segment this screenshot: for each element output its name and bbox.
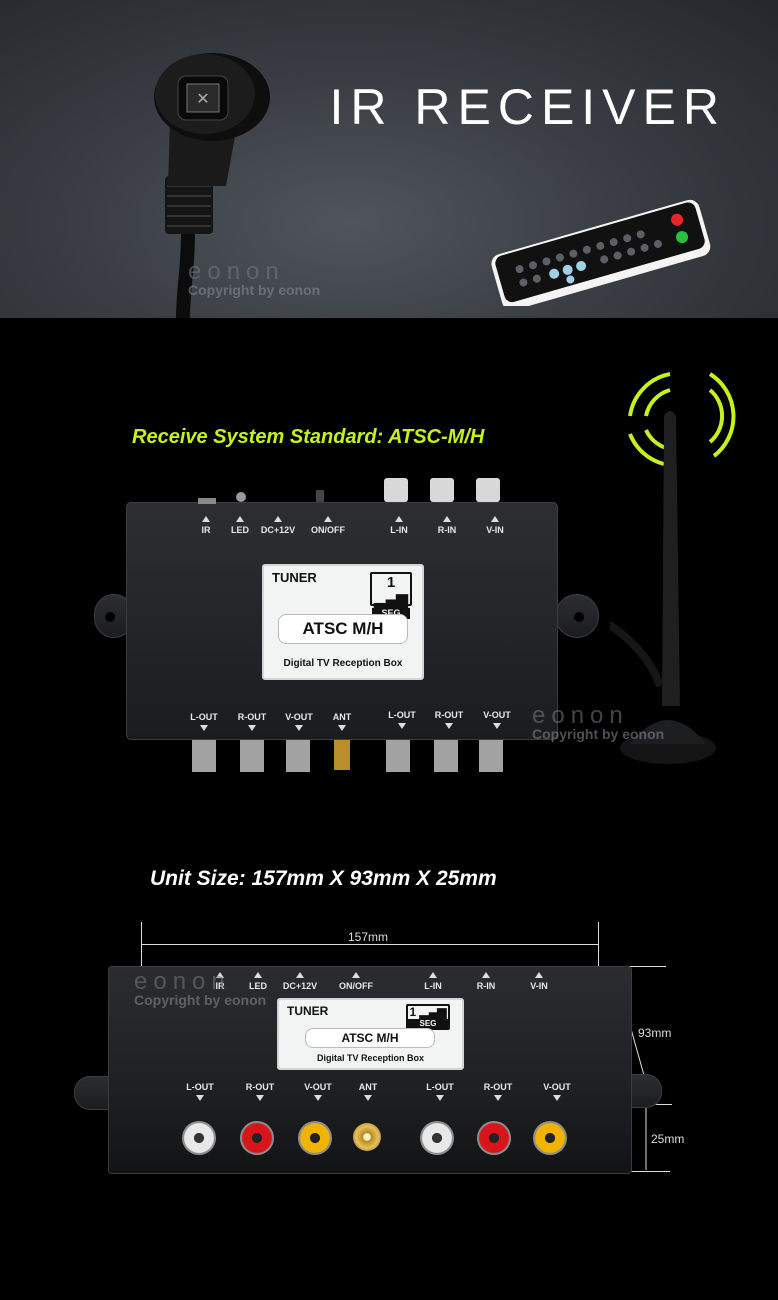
width-dimension-label: 157mm (344, 930, 393, 944)
port-label-r-out-1: R-OUT (238, 1082, 282, 1101)
port-label-r-out-2: R-OUT (476, 1082, 520, 1101)
port-label-led: LED (218, 516, 262, 535)
ir-receiver-banner: ✕ IR RECEIVER eonon Copyright by eonon (0, 0, 778, 318)
signal-bars-icon: ▂▄▆ (374, 591, 408, 608)
tuner-sticker: TUNER 1 ▂▄▆ SEG ATSC M/H Digital TV Rece… (277, 998, 464, 1070)
port-label-onoff: ON/OFF (334, 972, 378, 991)
page-title: IR RECEIVER (329, 79, 726, 135)
antenna-connector (353, 1123, 381, 1151)
ir-sensor-image: ✕ (154, 53, 270, 318)
sticker-tuner-label: TUNER (272, 570, 317, 585)
unit-size-heading: Unit Size: 157mm X 93mm X 25mm (150, 867, 497, 890)
port-label-v-in: V-IN (473, 516, 517, 535)
rca-jack-red (240, 1121, 274, 1155)
port-label-r-out-2: R-OUT (427, 710, 471, 729)
port-label-dc12v: DC+12V (278, 972, 322, 991)
remote-control-image (491, 199, 711, 306)
signal-bars-icon: ▂▄▆ (419, 1005, 447, 1019)
port-label-v-out-1: V-OUT (296, 1082, 340, 1101)
port-label-dc12v: DC+12V (256, 516, 300, 535)
port-label-l-out-2: L-OUT (418, 1082, 462, 1101)
rca-jack-yellow (298, 1121, 332, 1155)
port-label-r-in: R-IN (425, 516, 469, 535)
sticker-description: Digital TV Reception Box (283, 658, 403, 669)
port-label-v-out-2: V-OUT (475, 710, 519, 729)
watermark: eonon Copyright by eonon (532, 702, 665, 743)
tuner-sticker: TUNER 1 ▂▄▆ SEG ATSC M/H Digital TV Rece… (262, 564, 424, 680)
port-label-ant: ANT (346, 1082, 390, 1101)
port-label-v-out-1: V-OUT (277, 712, 321, 731)
port-label-ir: IR (198, 972, 242, 991)
rca-jack-yellow (533, 1121, 567, 1155)
rca-jack-red (477, 1121, 511, 1155)
port-label-ir: IR (184, 516, 228, 535)
port-label-led: LED (236, 972, 280, 991)
port-label-ant: ANT (320, 712, 364, 731)
watermark: eonon Copyright by eonon (188, 258, 321, 299)
rca-jack-white (420, 1121, 454, 1155)
port-label-v-out-2: V-OUT (535, 1082, 579, 1101)
port-label-r-in: R-IN (464, 972, 508, 991)
one-seg-logo: 1 ▂▄▆ SEG (370, 572, 412, 619)
height-dimension-label: 25mm (651, 1132, 685, 1146)
port-label-l-in: L-IN (377, 516, 421, 535)
port-label-r-out-1: R-OUT (230, 712, 274, 731)
port-label-l-out-2: L-OUT (380, 710, 424, 729)
sticker-standard-label: ATSC M/H (278, 614, 408, 644)
receive-standard-heading: Receive System Standard: ATSC-M/H (132, 426, 485, 448)
svg-text:✕: ✕ (196, 91, 209, 108)
depth-dimension-label: 93mm (638, 1026, 672, 1040)
port-label-l-in: L-IN (411, 972, 455, 991)
port-label-l-out-1: L-OUT (178, 1082, 222, 1101)
port-label-onoff: ON/OFF (306, 516, 350, 535)
rca-jack-white (182, 1121, 216, 1155)
port-label-l-out-1: L-OUT (182, 712, 226, 731)
port-label-v-in: V-IN (517, 972, 561, 991)
one-seg-logo: 1 ▂▄▆ SEG (406, 1004, 450, 1030)
antenna-image (610, 372, 736, 764)
watermark: eonon Copyright by eonon (134, 968, 267, 1009)
